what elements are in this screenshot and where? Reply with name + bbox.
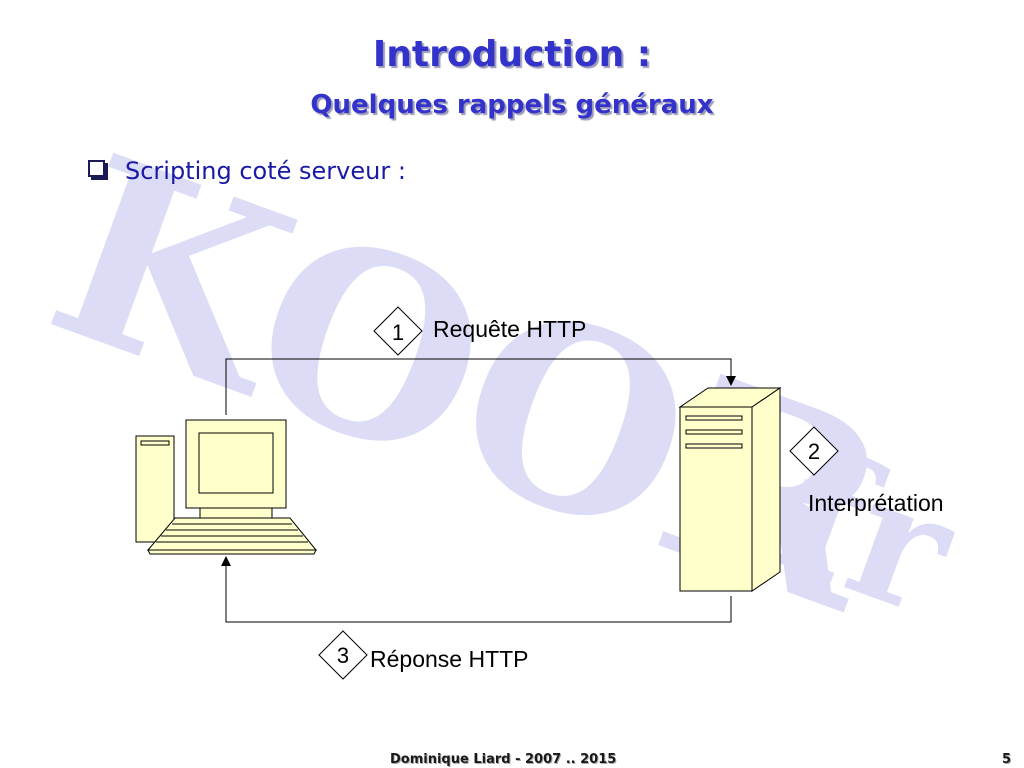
step-1-label: Requête HTTP [433, 316, 586, 342]
page-number: 5 [1002, 752, 1012, 767]
footer-author: Dominique Liard - 2007 .. 2015 [390, 752, 617, 767]
step-1-number: 1 [392, 320, 404, 345]
desktop-computer-icon [135, 419, 318, 555]
checkbox-bullet-icon [88, 159, 105, 177]
slide-subtitle: Quelques rappels généraux [310, 90, 714, 120]
step-2-label: Interprétation [808, 490, 944, 516]
step-3-label: Réponse HTTP [370, 646, 529, 672]
step-1-marker: 1 [373, 306, 423, 356]
step-2-marker: 2 [789, 426, 839, 476]
step-2-number: 2 [808, 439, 820, 464]
request-arrow [225, 358, 736, 415]
slide-title: Introduction : [372, 34, 652, 75]
response-arrow [221, 556, 732, 623]
step-3-marker: 3 [318, 630, 368, 680]
bullet-item: Scripting coté serveur : [88, 157, 406, 185]
server-tower-icon [678, 387, 782, 592]
bullet-text: Scripting coté serveur : [125, 157, 406, 185]
step-3-number: 3 [337, 643, 349, 668]
